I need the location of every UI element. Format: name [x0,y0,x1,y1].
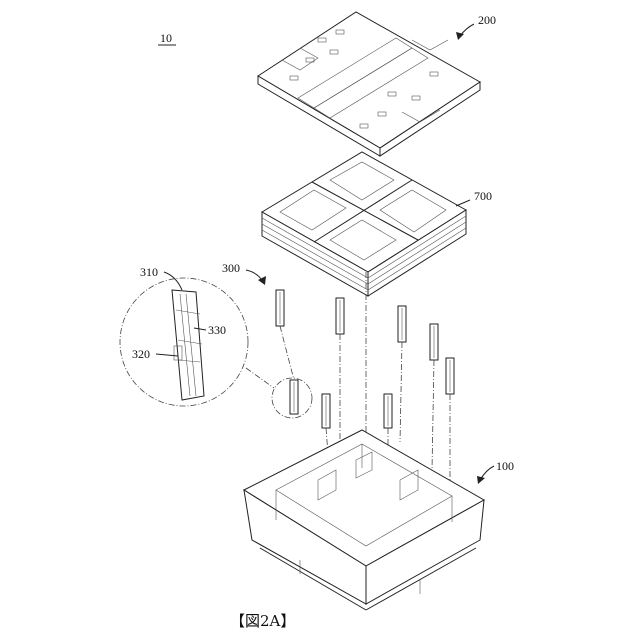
label-frame-stack: 700 [474,189,492,203]
frame-stack [262,152,466,296]
clip-upper-3 [398,306,406,342]
clip-upper-2 [336,298,344,334]
label-top-cover: 200 [478,13,496,27]
clip-lower-2 [322,394,330,428]
base-tray [244,430,484,610]
clip-lower-3 [384,394,392,428]
clip-upper-1 [276,290,284,326]
top-cover [258,12,480,156]
label-clip-part-b: 330 [208,323,226,337]
label-clip-part-a: 310 [140,265,158,279]
figure-caption: 【図2A】 [230,612,295,630]
clip-upper-4 [430,324,438,360]
label-assembly: 10 [160,31,172,45]
clip-lower-1 [290,380,298,414]
clip-group [276,290,454,428]
label-clip-group: 300 [222,261,240,275]
label-base-tray: 100 [496,459,514,473]
label-clip-part-c: 320 [132,347,150,361]
clip-upper-5 [446,358,454,394]
